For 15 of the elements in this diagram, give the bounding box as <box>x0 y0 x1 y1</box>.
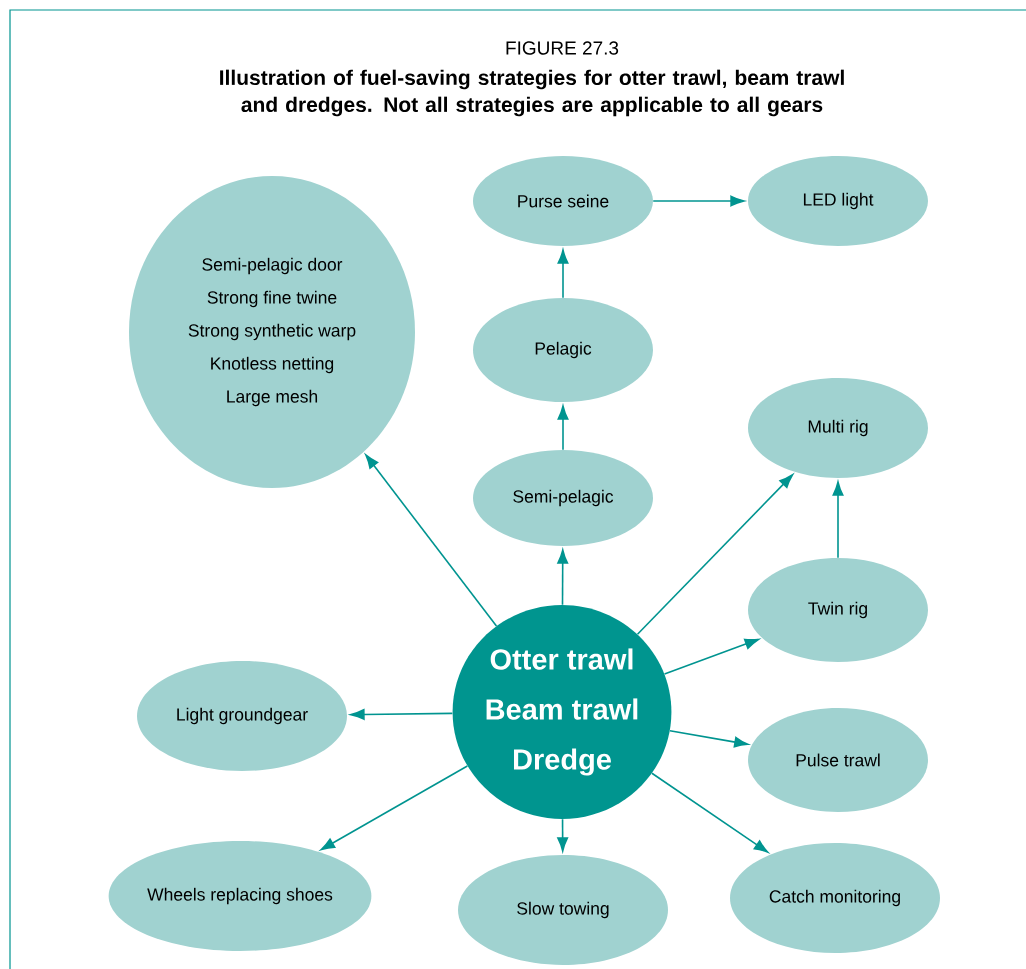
arrow <box>557 549 569 606</box>
arrow <box>350 709 454 720</box>
arrow <box>832 481 844 559</box>
arrow <box>636 474 794 636</box>
arrow <box>365 454 498 627</box>
arrow <box>557 405 569 451</box>
arrow <box>557 249 569 299</box>
arrow <box>652 195 745 207</box>
figure-number: FIGURE 27.3 <box>506 41 619 55</box>
arrow <box>320 765 469 851</box>
arrow <box>557 818 569 852</box>
arrow <box>663 638 760 675</box>
arrow <box>651 772 769 853</box>
title: Illustration of fuel-saving strategies for otter trawl, beam trawl and dredges. Not all strategies are applicable to all gears <box>220 69 844 117</box>
arrow <box>669 729 749 748</box>
